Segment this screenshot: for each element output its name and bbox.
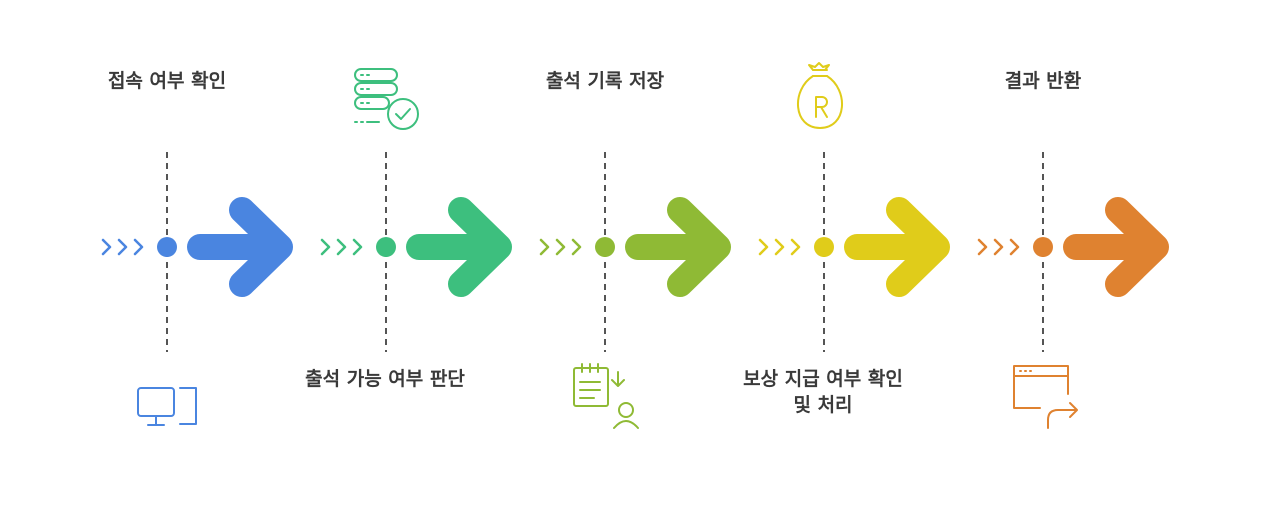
step-node xyxy=(376,237,396,257)
step-label: 출석 기록 저장 xyxy=(545,70,665,92)
step-marks xyxy=(539,152,731,429)
step-node xyxy=(595,237,615,257)
chevron-icon xyxy=(320,238,363,256)
chevron-icon xyxy=(758,238,801,256)
step-marks xyxy=(758,62,950,352)
step-arrow xyxy=(625,197,731,297)
step-label: 접속 여부 확인 xyxy=(107,70,227,92)
step-attendance-eligibility: 출석 가능 여부 판단 xyxy=(291,0,512,517)
step-return-result: 결과 반환 xyxy=(948,0,1169,517)
chevron-icon xyxy=(101,238,144,256)
step-marks xyxy=(320,68,512,352)
server-check-icon xyxy=(354,68,419,130)
step-marks xyxy=(101,152,293,426)
step-node xyxy=(1033,237,1053,257)
chevron-icon xyxy=(539,238,582,256)
step-label: 보상 지급 여부 확인 및 처리 xyxy=(743,368,903,416)
step-arrow xyxy=(844,197,950,297)
step-node xyxy=(157,237,177,257)
step-node xyxy=(814,237,834,257)
step-marks xyxy=(977,152,1169,429)
step-reward-processing: 보상 지급 여부 확인 및 처리 xyxy=(729,0,950,517)
step-save-attendance: 출석 기록 저장 xyxy=(510,0,731,517)
chevron-icon xyxy=(977,238,1020,256)
step-arrow xyxy=(1063,197,1169,297)
browser-share-icon xyxy=(1013,365,1078,429)
step-label: 결과 반환 xyxy=(1004,70,1082,92)
monitor-icon xyxy=(137,387,197,426)
step-access-check: 접속 여부 확인 xyxy=(72,0,293,517)
money-bag-icon xyxy=(797,62,843,129)
step-arrow xyxy=(187,197,293,297)
step-label: 출석 가능 여부 판단 xyxy=(305,368,465,390)
notepad-user-icon xyxy=(573,363,639,429)
step-arrow xyxy=(406,197,512,297)
